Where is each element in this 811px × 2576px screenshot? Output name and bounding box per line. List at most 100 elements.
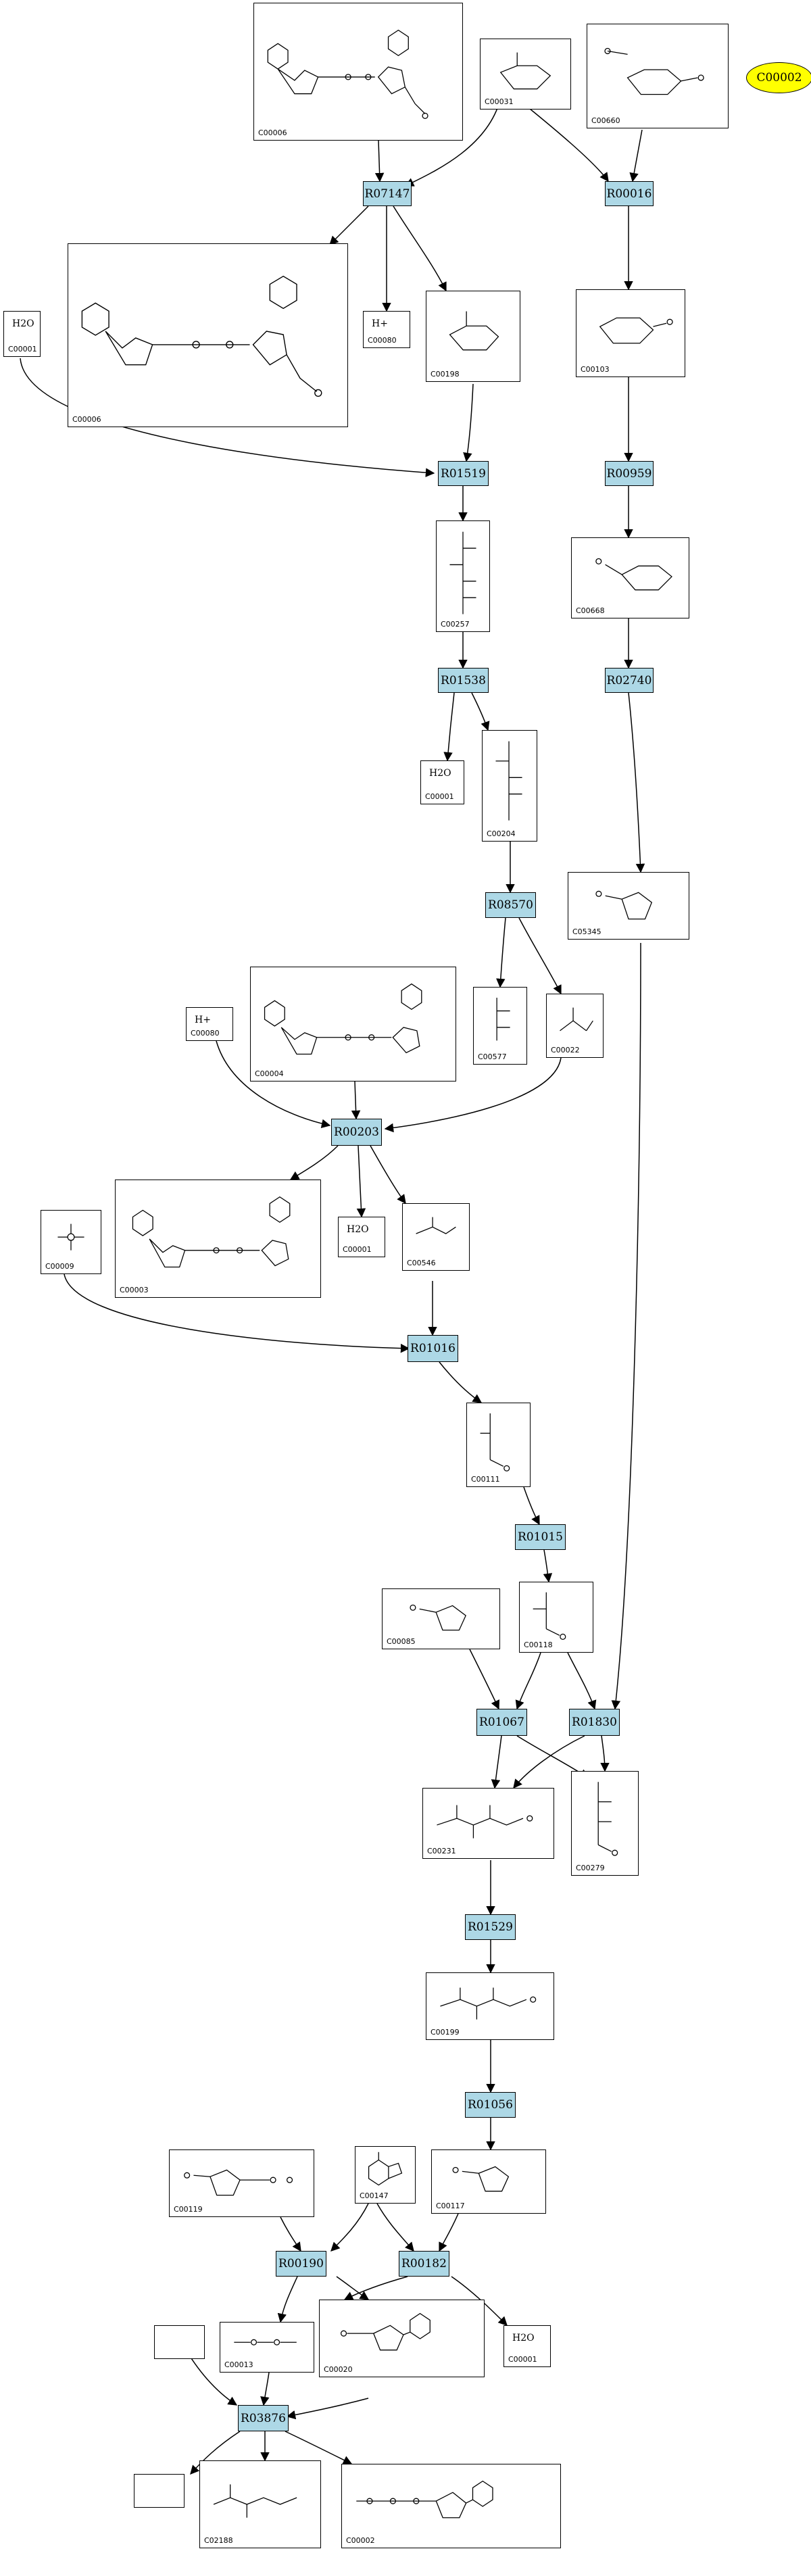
compound-c00006-nadp-mid[interactable]: C00006 (68, 243, 348, 427)
reaction-label: R00959 (606, 466, 652, 481)
ribose-5-phosphate-structure-icon (452, 2166, 510, 2192)
compound-c00003-nad[interactable]: C00003 (115, 1180, 321, 1298)
compound-c00118[interactable]: C00118 (519, 1582, 593, 1653)
reaction-r00182[interactable]: R00182 (399, 2251, 449, 2277)
reaction-r01529[interactable]: R01529 (465, 1914, 516, 1940)
legend-c00002-oval[interactable]: C00002 (746, 62, 811, 93)
compound-id: C00198 (431, 370, 460, 379)
gluconate-structure-icon (449, 531, 476, 614)
reaction-r01015[interactable]: R01015 (515, 1524, 566, 1550)
edge (280, 2216, 301, 2252)
glucose-structure-icon (499, 52, 551, 90)
compound-c00279[interactable]: C00279 (571, 1771, 639, 1876)
compound-c00103[interactable]: C00103 (576, 289, 685, 377)
edge (343, 2276, 408, 2300)
compound-c00577[interactable]: C00577 (473, 987, 527, 1065)
reaction-r01067[interactable]: R01067 (476, 1709, 527, 1736)
reaction-label: R00016 (606, 187, 652, 201)
compound-c00117[interactable]: C00117 (431, 2149, 546, 2214)
erythrose-4-phosphate-structure-icon (597, 1782, 618, 1856)
reaction-label: R01519 (441, 466, 486, 481)
edge (518, 99, 609, 183)
compound-c02188[interactable]: C02188 (199, 2460, 321, 2548)
compound-c00198[interactable]: C00198 (426, 291, 520, 382)
reaction-label: R01538 (441, 673, 486, 687)
keto-gluconate-structure-icon (495, 741, 522, 821)
reaction-r07147[interactable]: R07147 (363, 181, 412, 206)
edge (513, 1735, 585, 1789)
reaction-label: R01529 (468, 1920, 513, 1934)
hexose-phosphate-structure-icon (604, 47, 704, 95)
empty-compound-box[interactable] (154, 2325, 205, 2359)
edge (370, 1145, 406, 1205)
adenine-structure-icon (368, 2152, 403, 2186)
reaction-r01830[interactable]: R01830 (569, 1709, 620, 1736)
edge (611, 942, 641, 1710)
edge (496, 917, 506, 988)
edge (285, 2431, 353, 2464)
compound-c00085[interactable]: C00085 (382, 1588, 500, 1649)
reaction-r00959[interactable]: R00959 (605, 461, 654, 486)
reaction-r00203[interactable]: R00203 (331, 1119, 382, 1146)
edge (600, 1735, 610, 1772)
edge (491, 1735, 502, 1789)
pyrophosphate-structure-icon (234, 2339, 297, 2346)
reaction-r02740[interactable]: R02740 (605, 668, 654, 693)
edge (393, 205, 447, 292)
compound-c00004-nadh[interactable]: C00004 (250, 967, 456, 1082)
compound-c00031[interactable]: C00031 (480, 39, 571, 110)
edge (463, 383, 474, 462)
compound-c00001-water-b[interactable]: H2O C00001 (420, 760, 464, 804)
compound-c00147[interactable]: C00147 (355, 2146, 416, 2204)
compound-c00006-nadp-top[interactable]: C00006 (253, 3, 463, 141)
empty-compound-box[interactable] (134, 2474, 185, 2508)
compound-id: C00147 (360, 2191, 389, 2200)
compound-c00002-atp[interactable]: C00002 (341, 2464, 561, 2548)
reaction-r01519[interactable]: R01519 (438, 461, 489, 486)
compound-c00020-amp[interactable]: C00020 (319, 2300, 485, 2377)
compound-c00546[interactable]: C00546 (402, 1203, 470, 1271)
compound-c00204[interactable]: C00204 (482, 730, 537, 842)
compound-id: C00080 (368, 336, 397, 345)
compound-c00111[interactable]: C00111 (466, 1403, 531, 1487)
edge (277, 2276, 298, 2323)
compound-c00001-water-c[interactable]: H2O C00001 (338, 1217, 385, 1257)
compound-id: C00085 (387, 1637, 416, 1646)
edge (439, 2210, 460, 2252)
compound-id: C00279 (576, 1864, 605, 1872)
compound-c00001-water-a[interactable]: H2O C00001 (3, 311, 41, 357)
compound-c00660[interactable]: C00660 (587, 24, 729, 128)
compound-id: C00117 (436, 2202, 465, 2210)
reaction-r01016[interactable]: R01016 (408, 1335, 458, 1362)
reaction-label: R00182 (401, 2257, 447, 2270)
reaction-r08570[interactable]: R08570 (485, 892, 536, 918)
water-formula: H2O (12, 318, 34, 329)
compound-c00668[interactable]: C00668 (571, 537, 689, 618)
reaction-r03876[interactable]: R03876 (238, 2405, 289, 2431)
reaction-r00190[interactable]: R00190 (276, 2251, 326, 2277)
compound-id: C00006 (258, 128, 287, 137)
compound-c00080-proton-a[interactable]: H+ C00080 (363, 311, 410, 348)
compound-c00231[interactable]: C00231 (422, 1788, 554, 1859)
compound-c00199[interactable]: C00199 (426, 1972, 554, 2040)
compound-c00009[interactable]: C00009 (41, 1210, 101, 1274)
compound-id: C00013 (224, 2360, 253, 2369)
compound-c00257[interactable]: C00257 (436, 520, 490, 632)
protein-lysine-structure-icon (213, 2484, 297, 2518)
reaction-label: R01067 (479, 1716, 524, 1729)
compound-id: C00118 (524, 1641, 553, 1649)
prpp-structure-icon (184, 2169, 293, 2196)
reaction-r01538[interactable]: R01538 (438, 668, 489, 693)
compound-c00119[interactable]: C00119 (169, 2149, 314, 2217)
compound-c05345[interactable]: C05345 (568, 872, 689, 940)
compound-c00001-water-d[interactable]: H2O C00001 (503, 2325, 551, 2367)
edge (515, 1652, 541, 1710)
ribulose-5-phosphate-structure-icon (440, 1987, 537, 2020)
reaction-r01056[interactable]: R01056 (465, 2092, 516, 2118)
compound-id: C00020 (324, 2365, 353, 2374)
reaction-r00016[interactable]: R00016 (605, 181, 654, 206)
compound-c00013[interactable]: C00013 (220, 2322, 314, 2373)
compound-c00080-proton-b[interactable]: H+ C00080 (186, 1007, 233, 1041)
compound-c00022[interactable]: C00022 (546, 994, 604, 1058)
compound-id: C00003 (120, 1286, 149, 1294)
